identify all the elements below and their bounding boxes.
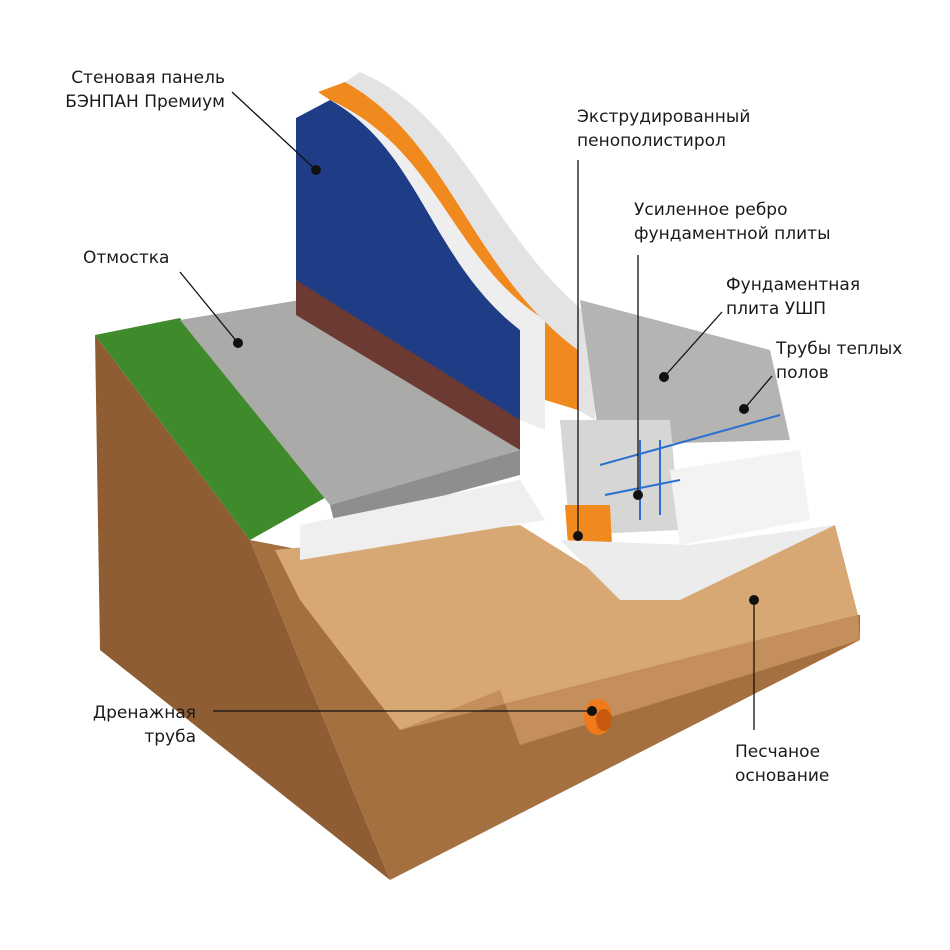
label-wall-panel: Стеновая панель БЭНПАН Премиум (65, 66, 225, 114)
label-line: Фундаментная (726, 275, 861, 295)
label-line: Отмостка (83, 248, 170, 268)
wall-plinth (296, 280, 520, 450)
leader-dots (233, 165, 759, 716)
label-slab: Фундаментная плита УШП (726, 273, 860, 321)
grass (95, 318, 330, 540)
wall-blue-panel (296, 100, 520, 420)
label-line: основание (735, 766, 830, 786)
leader-wall-panel (231, 91, 317, 171)
xps-block (670, 450, 810, 545)
label-line: Дренажная (92, 703, 196, 723)
xps-under-blind (300, 480, 545, 560)
leader-slab (663, 311, 723, 378)
label-line: полов (776, 363, 829, 383)
label-drain-pipe: Дренажная труба (93, 701, 196, 749)
label-xps: Экструдированный пенополистирол (577, 105, 750, 153)
soil-left-face (95, 335, 390, 880)
sand-front (400, 615, 860, 745)
blind-area-slab (180, 300, 520, 505)
label-line: Трубы теплых (776, 339, 903, 359)
label-line: плита УШП (726, 299, 827, 319)
label-line: Усиленное ребро (634, 200, 788, 220)
label-line: Экструдированный (577, 107, 751, 127)
label-line: Стеновая панель (71, 68, 225, 88)
rebar (599, 414, 781, 520)
label-blind-area: Отмостка (83, 246, 169, 270)
label-line: труба (144, 727, 196, 747)
label-heating-pipes: Трубы теплых полов (776, 337, 902, 385)
drain-pipe-opening (596, 709, 612, 731)
xps-orange-block (565, 505, 612, 545)
label-line: БЭНПАН Премиум (65, 92, 225, 112)
label-rib: Усиленное ребро фундаментной плиты (634, 198, 831, 246)
label-sand-base: Песчаное основание (735, 740, 829, 788)
wall-orange-insulation (318, 82, 578, 410)
blind-area-edge (330, 450, 520, 525)
foundation-slab-top (580, 300, 790, 445)
label-line: пенополистирол (577, 131, 726, 151)
label-line: фундаментной плиты (634, 224, 831, 244)
leader-blind-area (179, 271, 239, 344)
membrane (560, 525, 835, 600)
wall-white-layer (330, 90, 545, 430)
leader-lines (179, 91, 773, 730)
label-line: Песчаное (735, 742, 821, 762)
leader-heating (743, 375, 773, 410)
